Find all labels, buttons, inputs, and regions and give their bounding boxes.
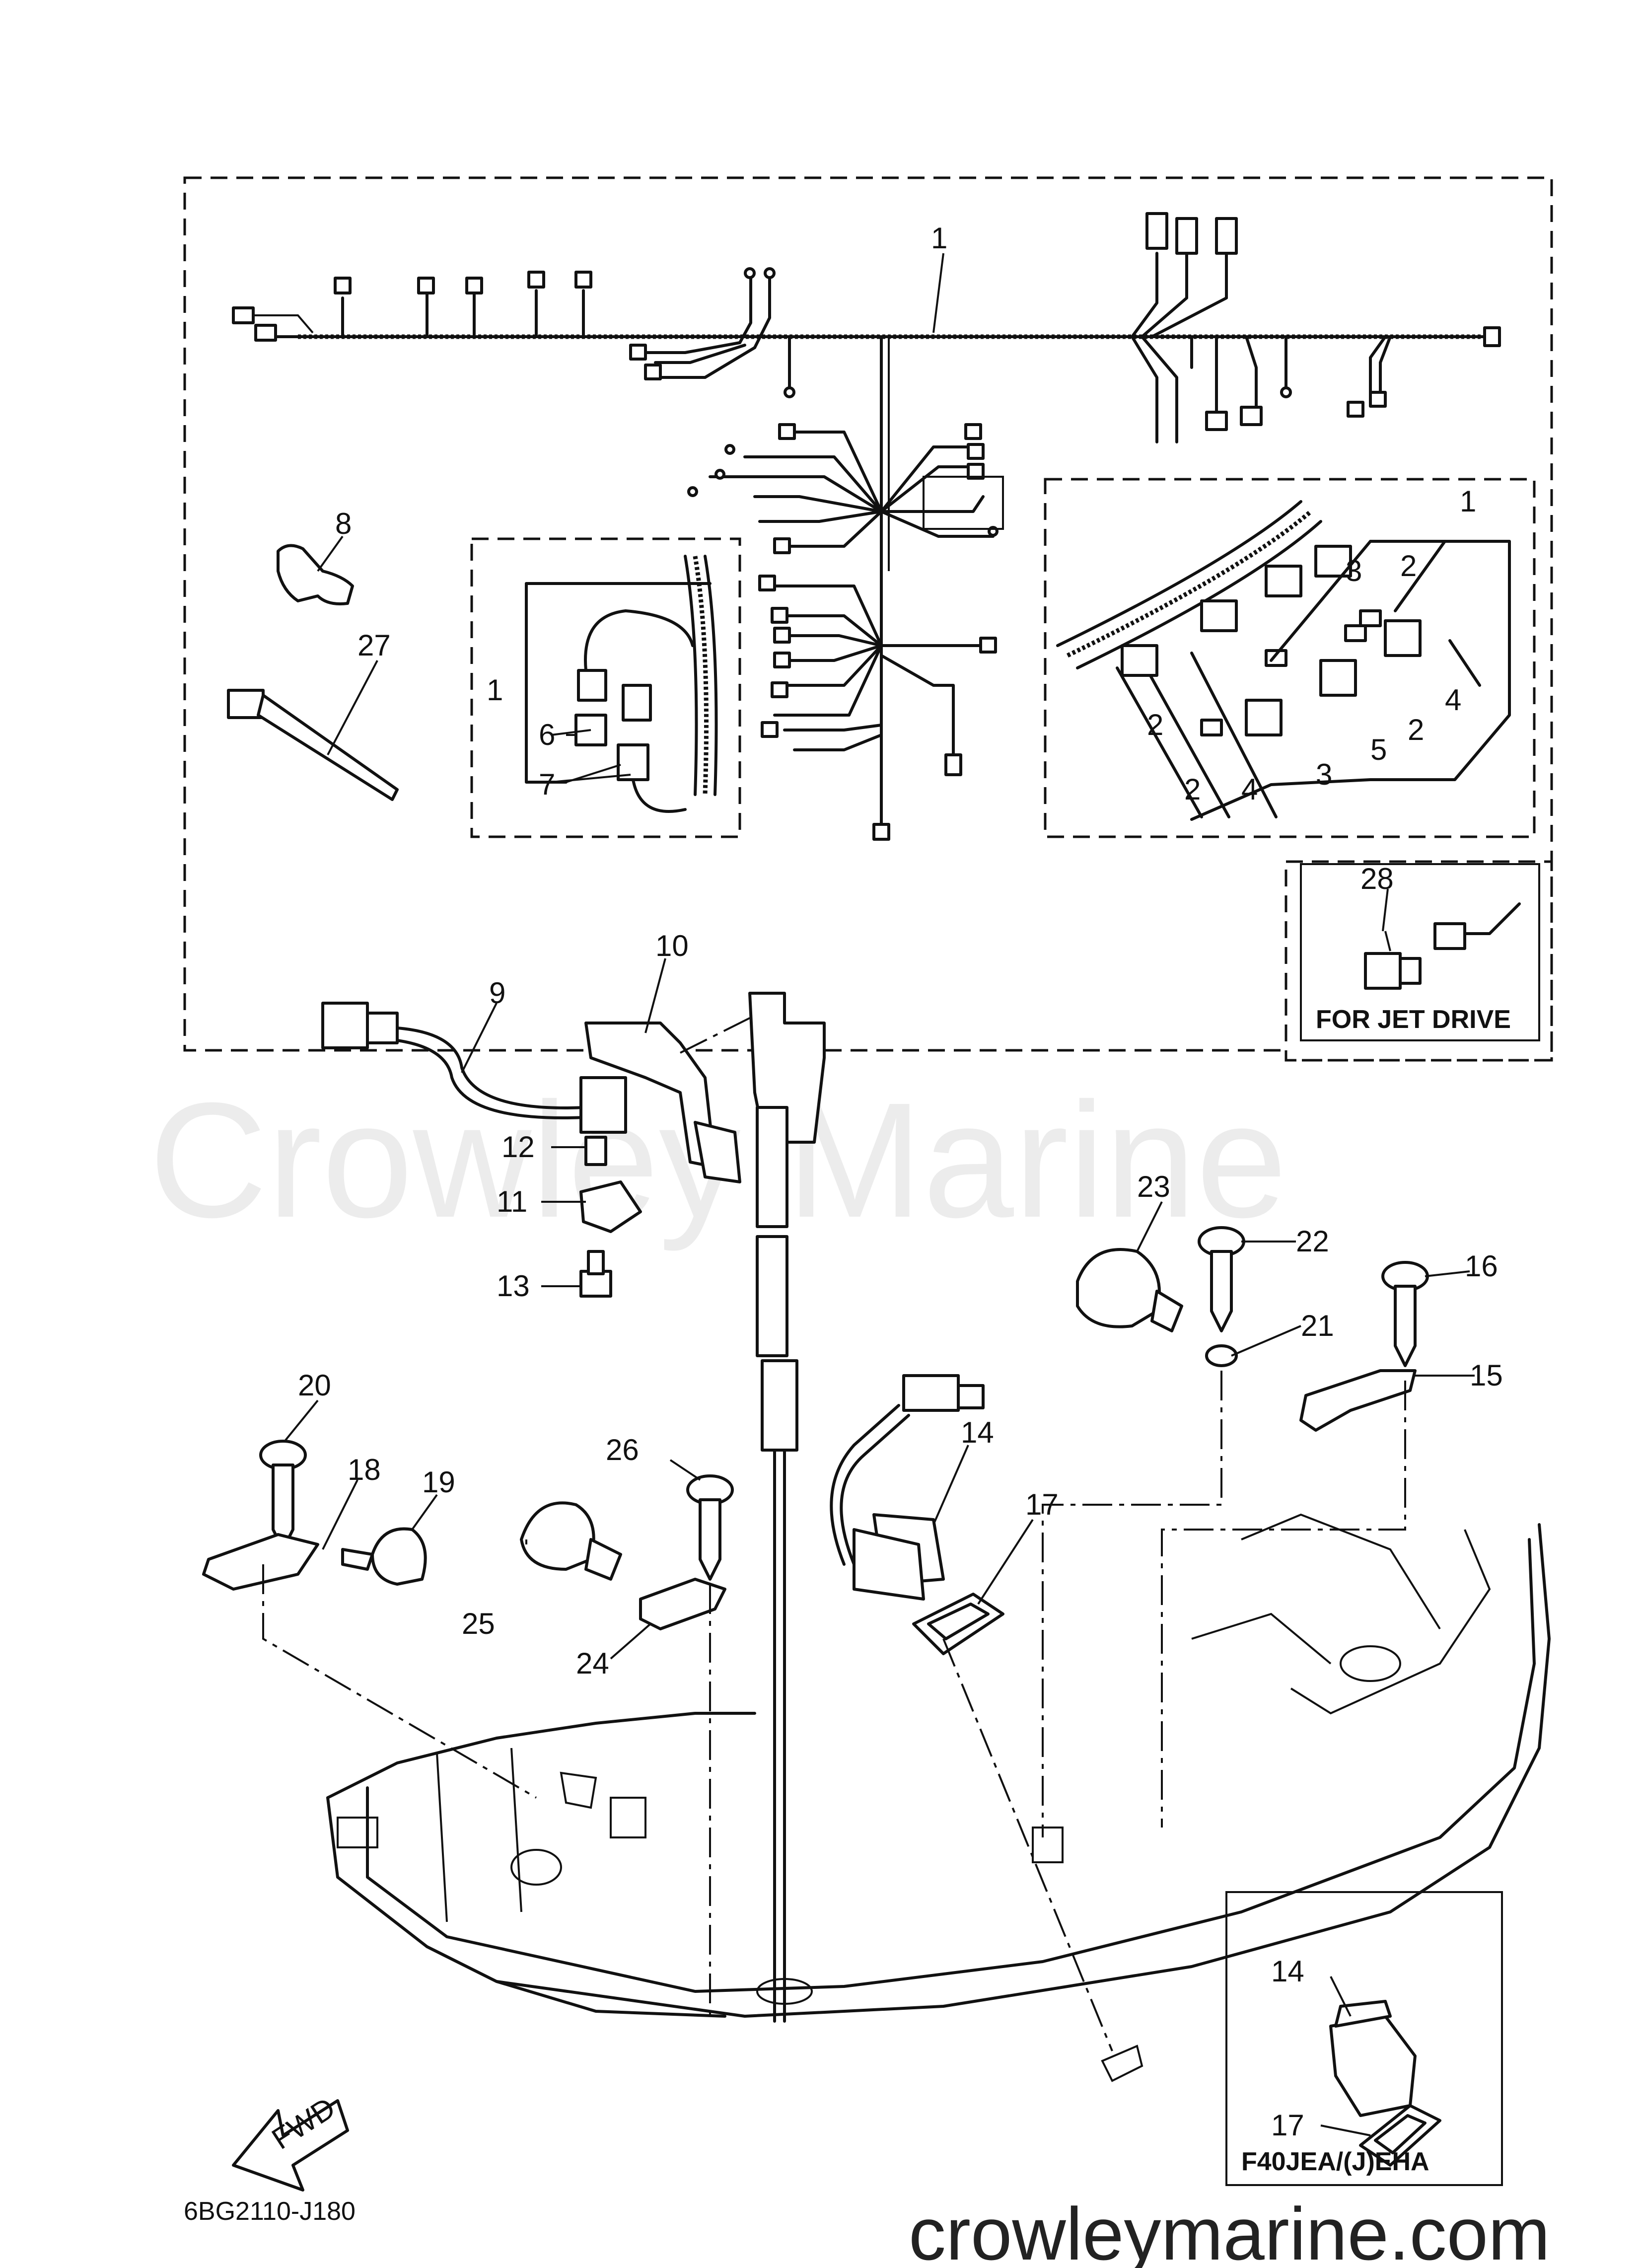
callout-16: 16 (1465, 1249, 1498, 1283)
connector-detail (1056, 500, 1511, 821)
callout-22: 22 (1296, 1225, 1329, 1258)
callout-numbers: 1 1 1 2 2 2 2 3 3 4 4 5 6 7 8 9 10 11 12… (298, 221, 1503, 2142)
callout-8: 8 (335, 507, 352, 540)
callout-2: 2 (1400, 549, 1417, 583)
callout-10: 10 (655, 929, 689, 962)
callout-leaders (285, 253, 1475, 2136)
callout-11: 11 (497, 1185, 527, 1218)
callout-23: 23 (1137, 1170, 1170, 1203)
sensor-body (579, 1076, 627, 1134)
callout-4: 4 (1241, 773, 1258, 806)
washer-part-21 (1205, 1344, 1238, 1367)
jet-drive-label: FOR JET DRIVE (1316, 1005, 1511, 1034)
screw-part-22 (1198, 1226, 1245, 1332)
model-inset-label: F40JEA/(J)EHA (1241, 2147, 1429, 2176)
callout-1: 1 (1460, 485, 1476, 518)
callout-17: 17 (1025, 1488, 1059, 1521)
callout-1: 1 (931, 221, 947, 255)
assembly-lines (262, 1371, 1406, 2051)
cable-tie-part-27 (227, 689, 399, 801)
wire-harness (232, 212, 1501, 841)
rod-assembly (748, 992, 826, 2023)
callout-18: 18 (348, 1453, 381, 1486)
drawing-code: 6BG2110-J180 (184, 2197, 356, 2226)
website-url[interactable]: crowleymarine.com (909, 2192, 1550, 2268)
bracket-part-15 (1299, 1369, 1417, 1432)
clamp-part-23 (1076, 1248, 1161, 1328)
clamp-part-19 (371, 1527, 427, 1586)
callout-26: 26 (606, 1433, 639, 1466)
collar-part-12 (584, 1136, 607, 1166)
callout-12: 12 (501, 1130, 535, 1164)
callout-21: 21 (1301, 1309, 1334, 1342)
bracket-part-18 (202, 1533, 319, 1591)
screw-part-20 (259, 1440, 307, 1551)
jet-drive-inset (1300, 863, 1540, 1041)
callout-14: 14 (1271, 1955, 1304, 1988)
callout-7: 7 (539, 768, 555, 801)
bolt-part-13 (579, 1250, 612, 1298)
callout-13: 13 (497, 1269, 530, 1303)
sensor-detail-box (470, 537, 741, 838)
fwd-arrow: FWD (232, 2091, 349, 2192)
jet-drive-connector-part-28 (1364, 902, 1521, 990)
callout-3: 3 (1316, 758, 1332, 791)
bottom-cowling (326, 1513, 1551, 2082)
callout-14: 14 (961, 1416, 994, 1449)
callout-27: 27 (357, 629, 391, 662)
bracket-part-24 (639, 1578, 726, 1630)
callout-28: 28 (1360, 862, 1394, 895)
callout-9: 9 (489, 976, 505, 1010)
callout-2: 2 (1408, 713, 1424, 746)
callout-19: 19 (422, 1465, 455, 1499)
clamp-part-25 (520, 1501, 595, 1571)
callout-5: 5 (1370, 733, 1387, 766)
callout-25: 25 (462, 1607, 495, 1640)
regulator-part-14 (830, 1374, 985, 1601)
leader-line (680, 1017, 750, 1054)
connector-detail-box (1044, 478, 1536, 838)
callout-3: 3 (1346, 554, 1362, 587)
screw-part-16 (1381, 1261, 1429, 1367)
callout-20: 20 (298, 1369, 331, 1402)
callout-1: 1 (487, 673, 503, 707)
jet-drive-dashed-box (1285, 860, 1553, 1062)
sensor-detail (525, 555, 718, 813)
plate-part-11 (579, 1180, 642, 1233)
callout-17: 17 (1271, 2109, 1304, 2142)
callout-4: 4 (1445, 683, 1461, 717)
callout-15: 15 (1470, 1359, 1503, 1392)
callout-2: 2 (1184, 773, 1201, 806)
screw-part-26 (686, 1474, 734, 1581)
model-inset (1225, 1891, 1503, 2186)
callout-24: 24 (576, 1647, 609, 1680)
model-inset-parts (1329, 2000, 1441, 2167)
sensor-lead-part-9 (321, 1002, 587, 1119)
callout-6: 6 (539, 718, 555, 751)
clamp-part-8 (277, 544, 354, 605)
callout-2: 2 (1147, 708, 1163, 741)
